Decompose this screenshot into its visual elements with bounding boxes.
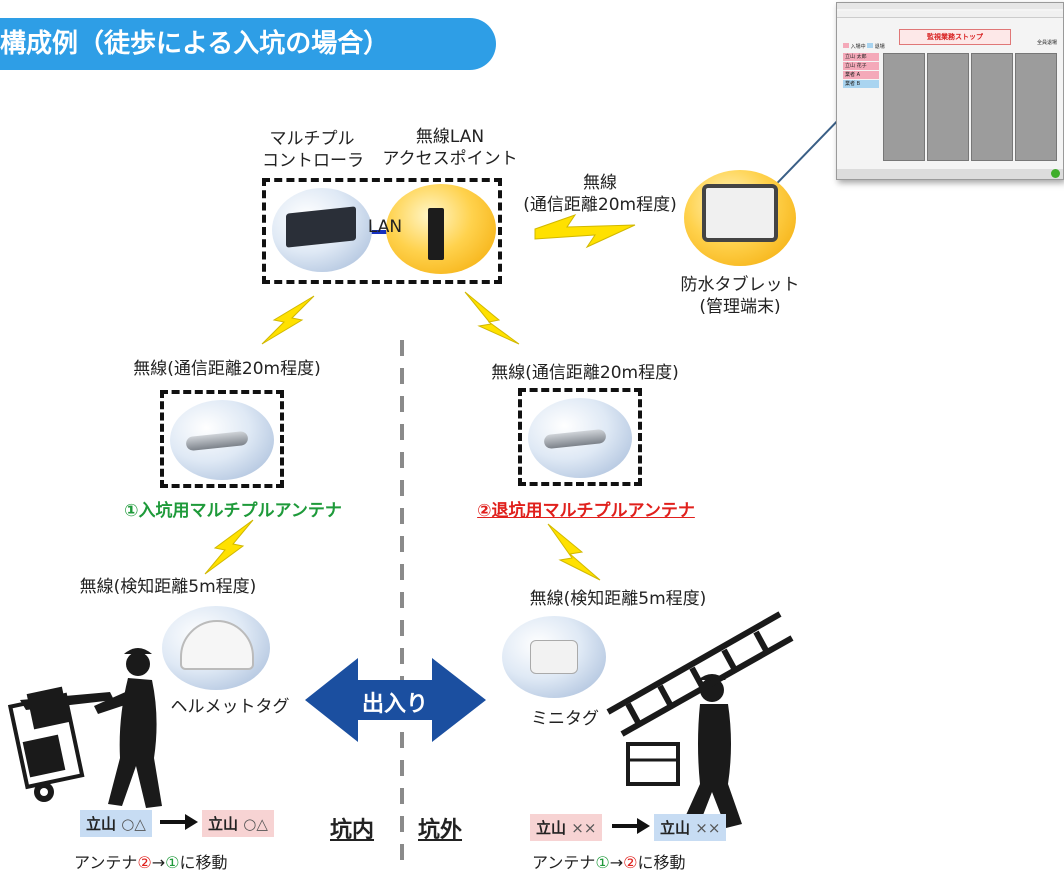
screen-column bbox=[1015, 53, 1057, 161]
left-detect-label: 無線(検知距離5m程度) bbox=[79, 577, 257, 597]
inside-label: 坑内 bbox=[330, 818, 375, 843]
tablet-icon bbox=[702, 184, 778, 242]
left-antenna-box bbox=[160, 390, 284, 488]
screen-legend: 入場中 退場 bbox=[843, 43, 885, 50]
legend-in-text: 入場中 bbox=[850, 44, 866, 50]
access-point-oval bbox=[386, 184, 496, 274]
bolt-right-lower bbox=[547, 523, 601, 581]
tablet-label: 防水タブレット (管理端末) bbox=[660, 274, 820, 318]
right-detect-label: 無線(検知距離5m程度) bbox=[529, 589, 707, 609]
all-exit-button[interactable]: 全員退場 bbox=[1037, 40, 1058, 46]
lan-label: LAN bbox=[367, 217, 403, 237]
bolt-left-lower bbox=[204, 519, 254, 575]
controller-oval bbox=[272, 188, 372, 272]
tablet-label-line1: 防水タブレット bbox=[680, 275, 800, 295]
right-move-caption: アンテナ①→②に移動 bbox=[532, 853, 686, 872]
controller-label: マルチプル コントローラ bbox=[262, 128, 364, 172]
monitor-screen: 監視業務ストップ 全員退場 入場中 退場 立山 太郎 立山 花子 業者 A 業者… bbox=[836, 2, 1064, 180]
left-antenna-label: ①入坑用マルチプルアンテナ bbox=[124, 501, 342, 521]
bolt-left-upper bbox=[261, 295, 315, 345]
left-to-name-tag: 立山 ○△ bbox=[202, 810, 274, 837]
screen-row[interactable]: 立山 花子 bbox=[843, 62, 879, 70]
right-antenna-label: ②退坑用マルチプルアンテナ bbox=[477, 501, 695, 521]
inout-arrow bbox=[305, 658, 486, 742]
helmet-icon bbox=[180, 620, 254, 670]
controller-label-line1: マルチプル bbox=[269, 129, 355, 149]
screen-statusbar bbox=[837, 169, 1063, 179]
screen-column bbox=[971, 53, 1013, 161]
legend-out-text: 退場 bbox=[874, 44, 885, 50]
hub-dashed-box bbox=[262, 178, 502, 284]
controller-device-icon bbox=[286, 206, 356, 248]
left-wireless-label: 無線(通信距離20m程度) bbox=[133, 359, 321, 379]
inout-label: 出入り bbox=[361, 692, 428, 717]
screen-column bbox=[883, 53, 925, 161]
tablet-wireless-line1: 無線 bbox=[583, 173, 617, 193]
tablet-label-line2: (管理端末) bbox=[699, 297, 781, 317]
screen-name-list: 立山 太郎 立山 花子 業者 A 業者 B bbox=[843, 53, 879, 89]
worker-right-silhouette bbox=[606, 611, 794, 828]
outside-label: 坑外 bbox=[418, 818, 463, 843]
screen-row[interactable]: 業者 A bbox=[843, 71, 879, 79]
minitag-oval bbox=[502, 616, 606, 698]
controller-label-line2: コントローラ bbox=[262, 151, 364, 171]
minitag-label: ミニタグ bbox=[531, 709, 599, 729]
access-point-label-line1: 無線LAN bbox=[415, 127, 485, 147]
bolt-tablet bbox=[534, 214, 636, 249]
access-point-label: 無線LAN アクセスポイント bbox=[380, 126, 520, 170]
page-title: 構成例（徒歩による入坑の場合） bbox=[0, 18, 496, 70]
screen-row[interactable]: 業者 B bbox=[843, 80, 879, 88]
left-antenna-icon bbox=[185, 430, 249, 452]
right-antenna-box bbox=[518, 388, 642, 486]
minitag-icon bbox=[530, 640, 578, 674]
rename-arrow-left bbox=[160, 814, 198, 830]
screen-menubar bbox=[837, 11, 1063, 18]
right-from-name-tag: 立山 ×× bbox=[530, 814, 603, 841]
helmet-tag-label: ヘルメットタグ bbox=[170, 697, 290, 717]
left-from-name-tag: 立山 ○△ bbox=[80, 810, 152, 837]
rename-arrow-right bbox=[612, 818, 650, 834]
screen-ok-icon bbox=[1051, 169, 1060, 178]
access-point-icon bbox=[428, 208, 444, 260]
right-to-name-tag: 立山 ×× bbox=[654, 814, 727, 841]
screen-titlebar bbox=[837, 3, 1063, 9]
tablet-oval bbox=[684, 170, 796, 266]
tablet-wireless-label: 無線 (通信距離20m程度) bbox=[510, 172, 690, 216]
right-wireless-label: 無線(通信距離20m程度) bbox=[491, 363, 679, 383]
right-antenna-oval bbox=[528, 398, 632, 478]
bolt-right-upper bbox=[464, 291, 520, 345]
access-point-label-line2: アクセスポイント bbox=[382, 149, 518, 169]
legend-in-swatch bbox=[843, 43, 849, 48]
left-move-caption: アンテナ②→①に移動 bbox=[74, 853, 228, 872]
worker-left-silhouette bbox=[7, 648, 162, 808]
legend-out-swatch bbox=[867, 43, 874, 48]
screen-column bbox=[927, 53, 969, 161]
right-antenna-icon bbox=[543, 428, 607, 450]
tablet-wireless-line2: (通信距離20m程度) bbox=[523, 195, 677, 215]
stop-monitoring-button[interactable]: 監視業務ストップ bbox=[899, 29, 1011, 45]
screen-row[interactable]: 立山 太郎 bbox=[843, 53, 879, 61]
helmet-oval bbox=[162, 606, 270, 690]
page-title-text: 構成例（徒歩による入坑の場合） bbox=[0, 29, 390, 59]
left-antenna-oval bbox=[170, 400, 274, 480]
